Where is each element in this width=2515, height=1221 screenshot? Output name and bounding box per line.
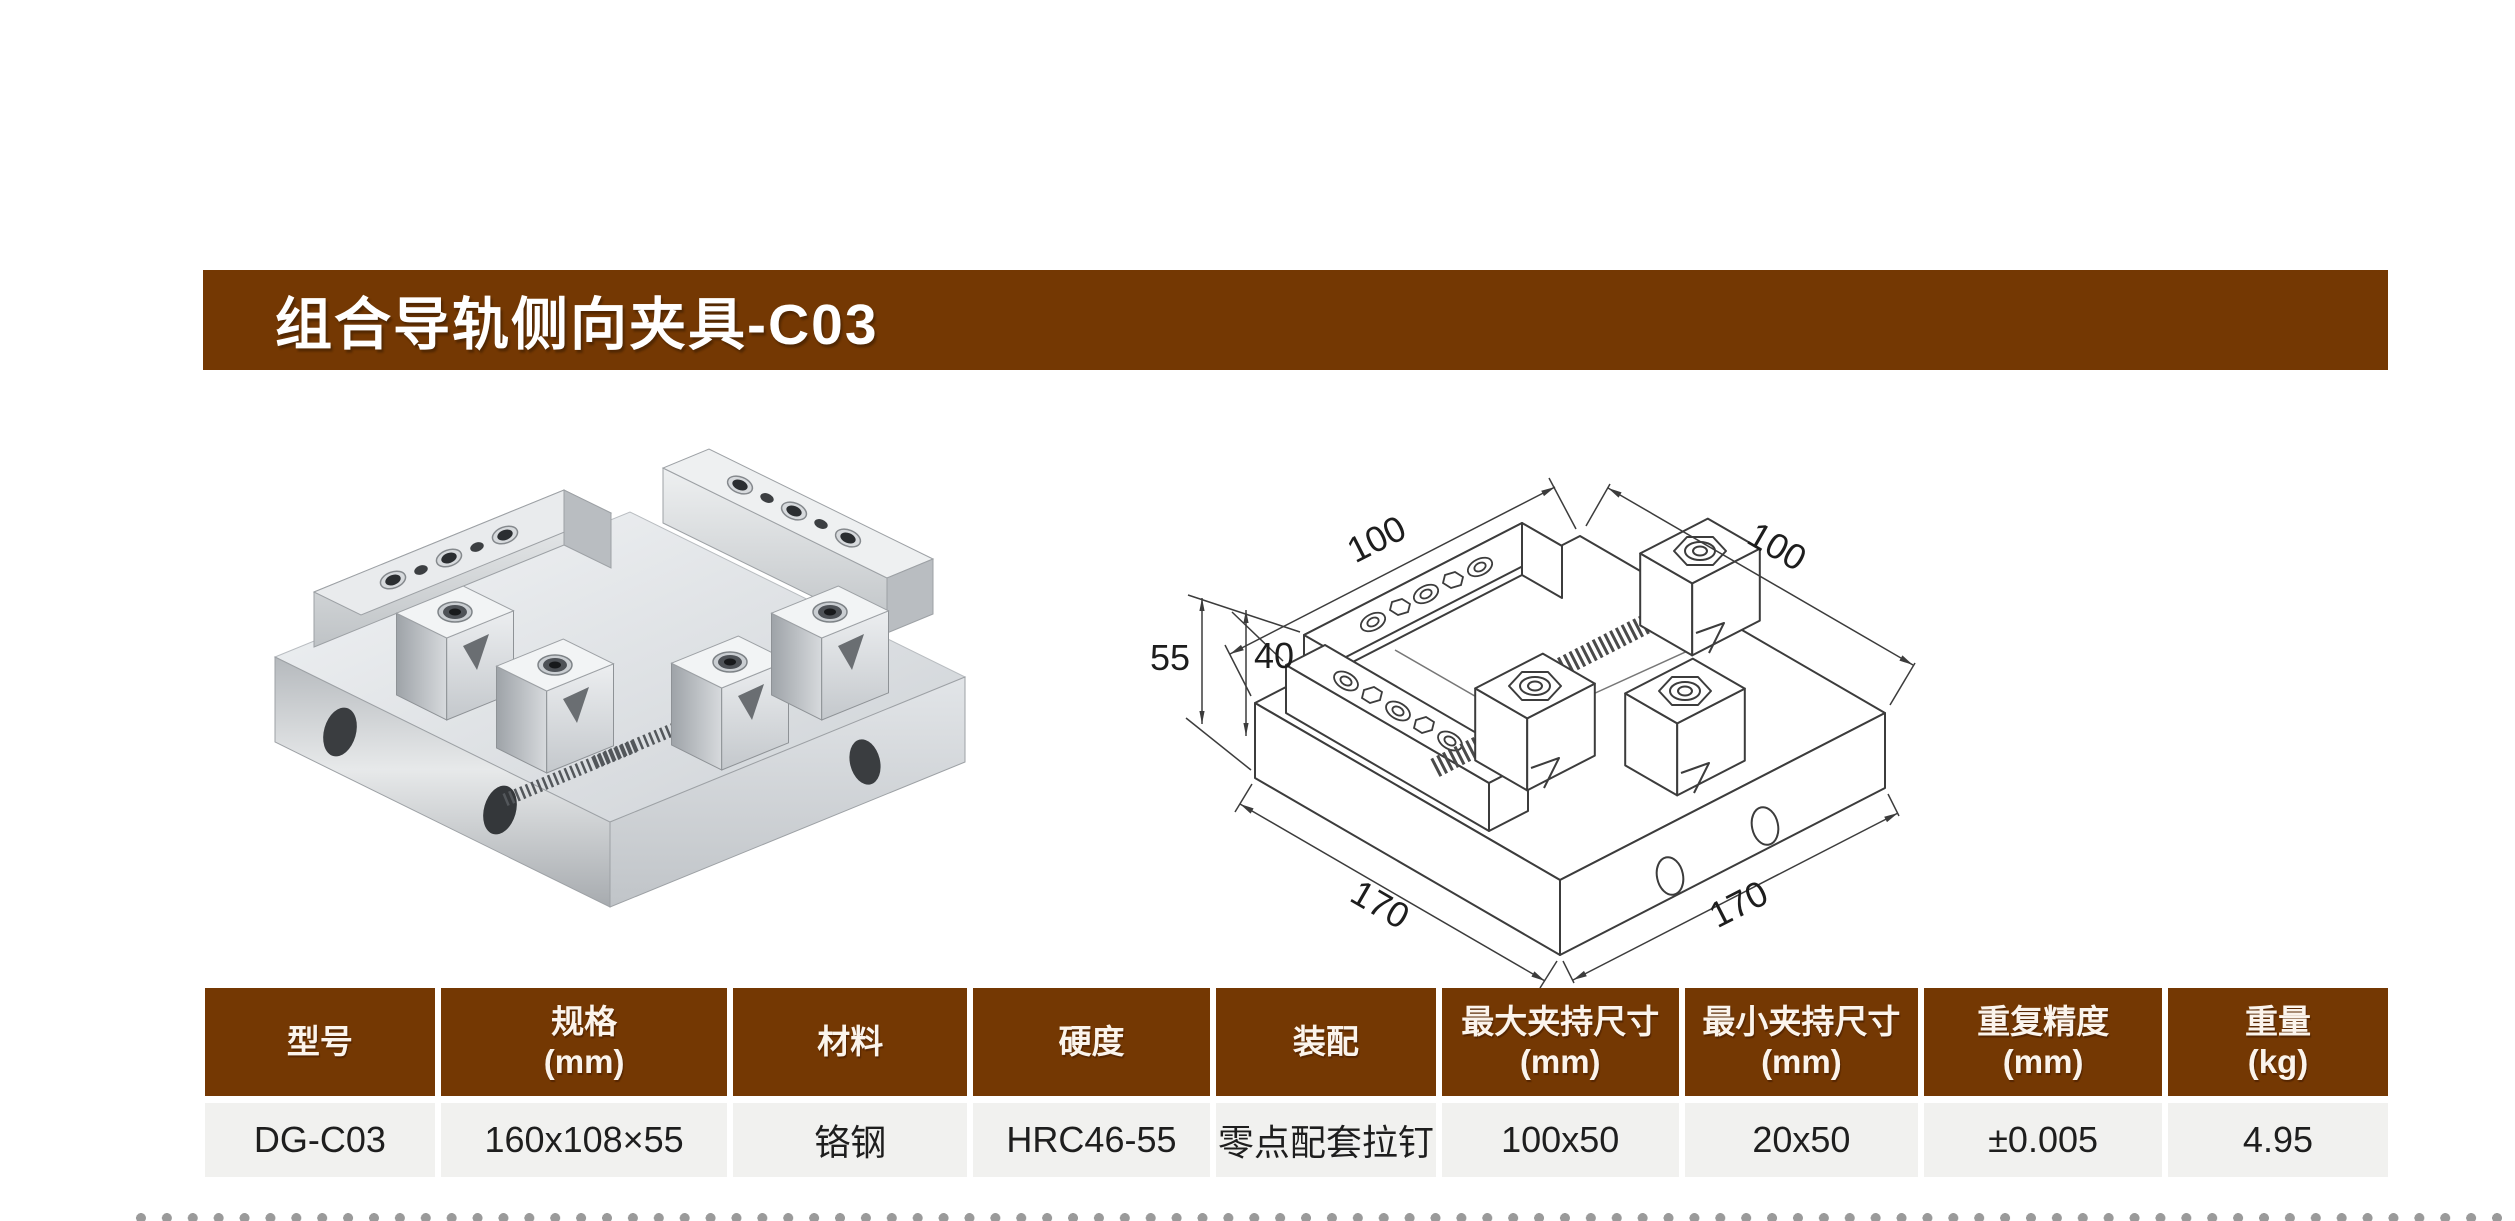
header-cell-weight: 重量(kg)	[2167, 988, 2388, 1096]
product-photo	[205, 432, 1055, 908]
header-cell-spec: 规格(mm)	[440, 988, 728, 1096]
header-cell-repeatability: 重复精度(mm)	[1924, 988, 2162, 1096]
dim-label-bottom-left: 170	[1344, 871, 1417, 937]
header-cell-min-clamp: 最小夹持尺寸(mm)	[1684, 988, 1919, 1096]
technical-drawing: 100 100 55 40 170 170	[1140, 418, 2020, 990]
cell-spec: 160x108×55	[440, 1103, 728, 1177]
header-cell-material: 材料	[733, 988, 968, 1096]
cell-material: 铬钢	[733, 1103, 968, 1177]
cell-min-clamp: 20x50	[1684, 1103, 1919, 1177]
cell-hardness: HRC46-55	[973, 1103, 1210, 1177]
dim-label-height-base: 40	[1254, 635, 1294, 676]
page-title: 组合导轨侧向夹具-C03	[275, 293, 879, 357]
dotted-border	[128, 1212, 2511, 1221]
dim-label-height-total: 55	[1150, 637, 1190, 678]
header-cell-model: 型号	[205, 988, 435, 1096]
header-cell-assembly: 装配	[1215, 988, 1436, 1096]
title-bar: 组合导轨侧向夹具-C03	[203, 270, 2388, 370]
spec-table: 型号 规格(mm) 材料 硬度 装配 最大夹持尺寸(mm) 最小夹持尺寸(mm)…	[205, 988, 2388, 1177]
header-cell-hardness: 硬度	[973, 988, 1210, 1096]
cell-repeatability: ±0.005	[1924, 1103, 2162, 1177]
dim-label-top-left: 100	[1340, 507, 1412, 571]
header-cell-max-clamp: 最大夹持尺寸(mm)	[1441, 988, 1679, 1096]
cell-weight: 4.95	[2167, 1103, 2388, 1177]
cell-max-clamp: 100x50	[1441, 1103, 1679, 1177]
technical-drawing-illustration: 100 100 55 40 170 170	[1150, 477, 1916, 989]
cell-model: DG-C03	[205, 1103, 435, 1177]
cell-assembly: 零点配套拉钉	[1215, 1103, 1436, 1177]
product-photo-illustration	[273, 448, 967, 908]
